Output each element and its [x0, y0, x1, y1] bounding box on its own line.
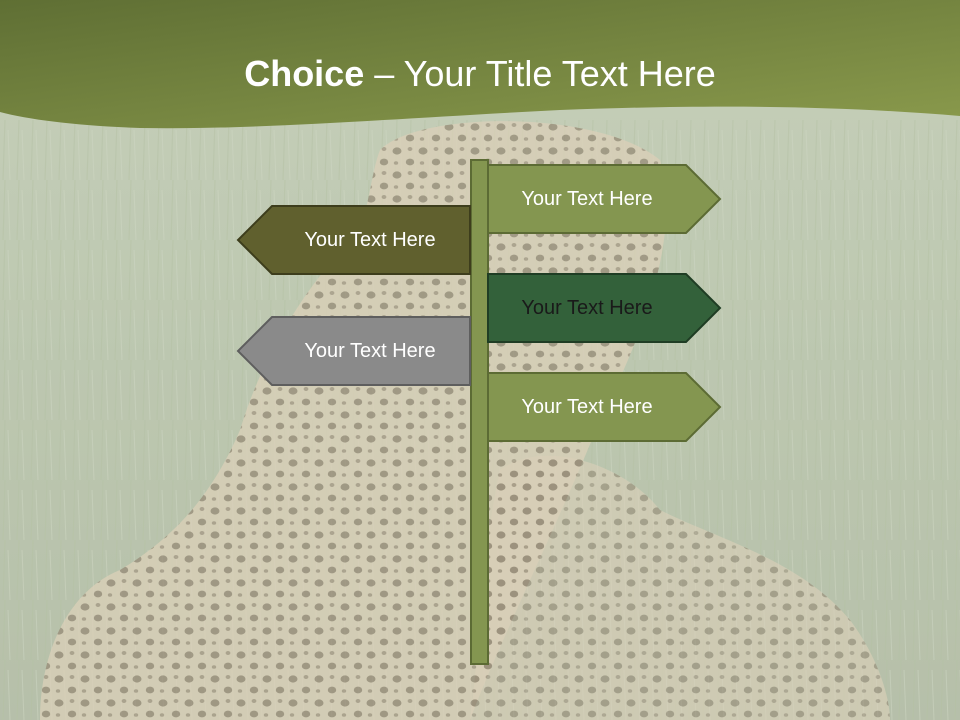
right-sign-1-label: Your Text Here [521, 188, 653, 210]
title-rest: – Your Title Text Here [364, 53, 716, 94]
title-bold: Choice [244, 53, 365, 94]
left-sign-2-label: Your Text Here [304, 340, 436, 362]
left-sign-1-label: Your Text Here [304, 229, 436, 251]
right-sign-3[interactable] [487, 372, 722, 442]
cheetah-cub [470, 455, 890, 720]
left-sign-1[interactable] [236, 205, 471, 275]
slide-title: Choice – Your Title Text Here [0, 52, 960, 96]
right-sign-2[interactable] [487, 273, 722, 343]
right-sign-1[interactable] [487, 164, 722, 234]
header-band [0, 0, 960, 129]
right-sign-3-label: Your Text Here [521, 396, 653, 418]
right-sign-2-label: Your Text Here [521, 297, 653, 319]
signpost-pole [470, 159, 489, 665]
left-sign-2[interactable] [236, 316, 471, 386]
